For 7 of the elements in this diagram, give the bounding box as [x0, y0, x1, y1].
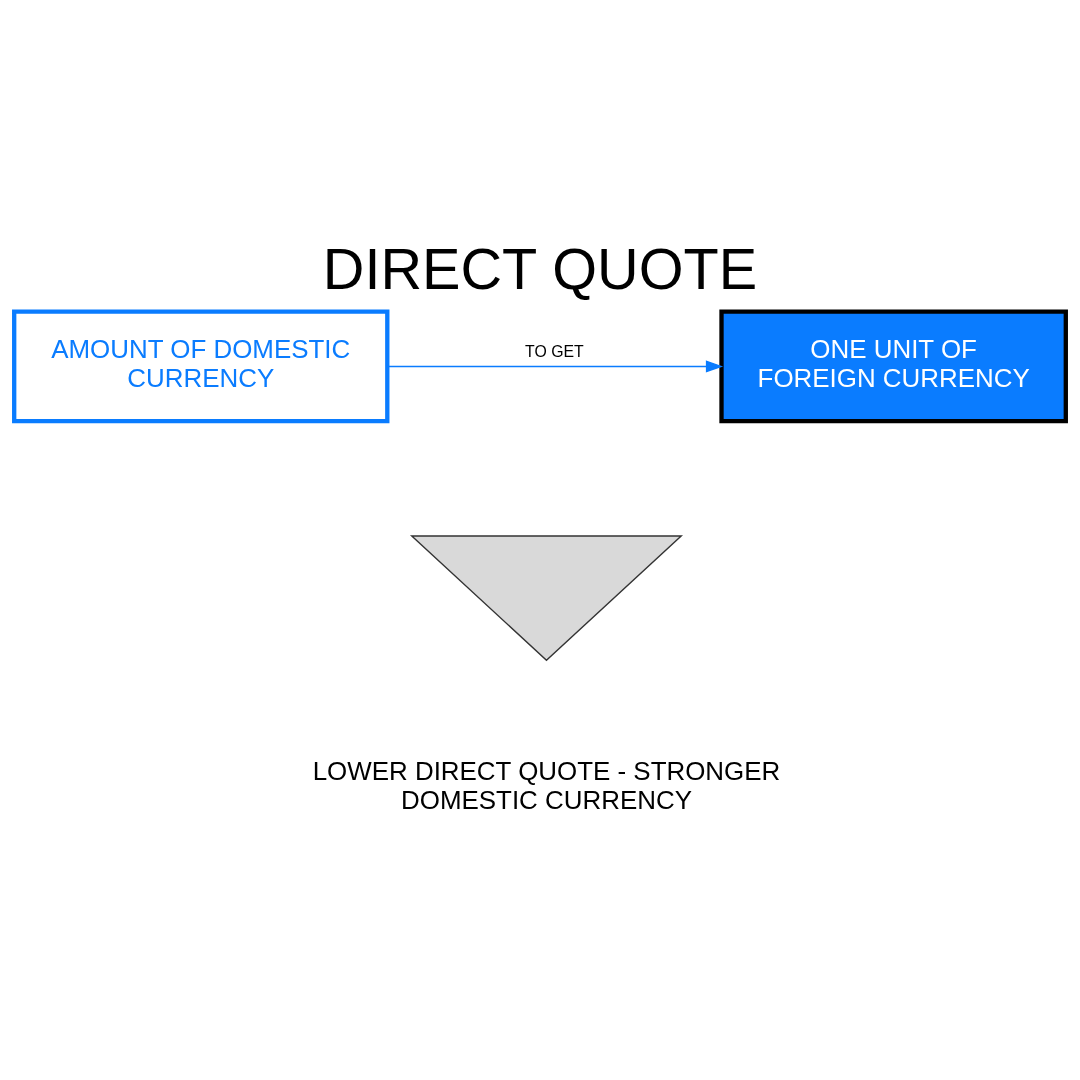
arrow: [386, 360, 724, 373]
node-box: AMOUNT OF DOMESTIC CURRENCY: [12, 309, 390, 424]
edge-label: TO GET: [525, 343, 584, 361]
node-box: ONE UNIT OF FOREIGN CURRENCY: [719, 309, 1068, 424]
diagram-title: DIRECT QUOTE: [322, 236, 758, 301]
node-chevron: [409, 535, 683, 662]
label: LOWER DIRECT QUOTE - STRONGER DOMESTIC CURRENCY: [312, 757, 781, 815]
